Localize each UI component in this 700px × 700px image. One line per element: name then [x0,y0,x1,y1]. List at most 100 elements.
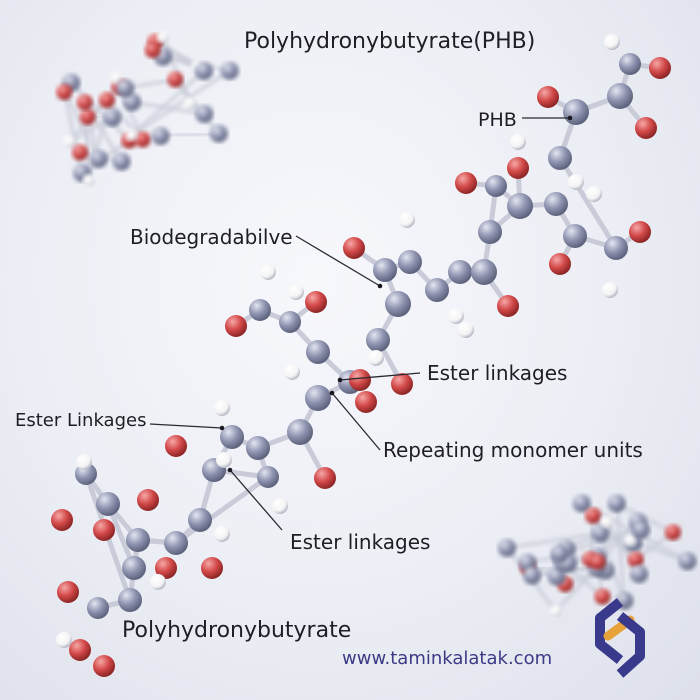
leader-dot [377,283,383,289]
oxygen-atom [507,157,529,179]
hydrogen-atom [600,516,613,529]
oxygen-atom [57,581,79,603]
oxygen-atom [594,588,611,605]
carbon-atom [631,520,650,539]
oxygen-atom [225,315,247,337]
carbon-atom [122,93,141,112]
carbon-atom [209,124,228,143]
leader-dot [227,467,233,473]
oxygen-atom [51,509,73,531]
hydrogen-atom [458,322,474,338]
oxygen-atom [589,553,606,570]
carbon-atom [249,299,271,321]
oxygen-atom [635,117,657,139]
carbon-atom [246,436,270,460]
taminkalatak-logo-icon [595,598,645,678]
bond-line [530,566,599,578]
carbon-atom [87,597,109,619]
carbon-atom [471,259,497,285]
oxygen-atom [72,144,89,161]
hydrogen-atom [448,308,464,324]
hydrogen-atom [150,574,166,590]
hydrogen-atom [568,174,584,190]
carbon-atom [118,588,142,612]
carbon-atom [604,236,628,260]
carbon-atom [591,524,610,543]
carbon-atom [678,552,697,571]
hydrogen-atom [216,452,232,468]
leader-line [331,392,381,451]
carbon-atom [373,258,397,282]
bond-line [159,132,221,138]
oxygen-atom [343,237,365,259]
carbon-atom [398,250,422,274]
website-url: www.taminkalatak.com [342,648,553,669]
carbon-atom [89,149,108,168]
carbon-atom [164,531,188,555]
bond-line [130,100,206,116]
oxygen-atom [629,221,651,243]
carbon-atom [630,565,649,584]
carbon-atom [188,508,212,532]
carbon-atom [563,224,587,248]
oxygen-atom [76,94,93,111]
bond-line [173,77,221,136]
carbon-atom [195,104,214,123]
oxygen-atom [585,507,602,524]
oxygen-atom [649,57,671,79]
hydrogen-atom [368,350,384,366]
hydrogen-atom [602,282,618,298]
bond-line [130,69,232,137]
diagram-title: Polyhydronybutyrate(PHB) [244,29,536,54]
oxygen-atom [79,108,96,125]
leader-dot [329,390,335,396]
carbon-atom [507,193,533,219]
oxygen-atom [56,84,73,101]
carbon-atom [116,79,135,98]
oxygen-atom [627,551,644,568]
hydrogen-atom [156,31,169,44]
carbon-atom [547,567,566,586]
carbon-atom [126,528,150,552]
oxygen-atom [167,71,184,88]
hydrogen-atom [214,400,230,416]
hydrogen-atom [125,129,138,142]
hydrogen-atom [510,134,526,150]
oxygen-atom [314,467,336,489]
carbon-atom [607,83,633,109]
carbon-atom [305,385,331,411]
hydrogen-atom [63,135,76,148]
oxygen-atom [497,295,519,317]
oxygen-atom [93,519,115,541]
hydrogen-atom [272,498,288,514]
hydrogen-atom [183,97,196,110]
carbon-atom [279,311,301,333]
oxygen-atom [349,369,371,391]
label-ester-linkages-bottom: Ester linkages [290,530,431,554]
bond-line [554,566,599,613]
leader-dot [337,377,343,383]
hydrogen-atom [549,604,562,617]
bond-line [505,531,602,550]
oxygen-atom [391,373,413,395]
label-ester-linkages-right: Ester linkages [427,361,568,385]
oxygen-atom [137,489,159,511]
hydrogen-atom [399,212,415,228]
carbon-atom [425,278,449,302]
hydrogen-atom [624,534,637,547]
label-ester-linkages-left: Ester Linkages [15,410,147,431]
bond-line [69,81,131,142]
oxygen-atom [201,557,223,579]
hydrogen-atom [604,34,620,50]
hydrogen-atom [110,72,123,85]
carbon-atom [220,61,239,80]
bond-line [62,90,101,161]
leader-line [229,469,283,531]
carbon-atom [112,152,131,171]
leader-dot [219,425,225,431]
carbon-atom [96,492,120,516]
carbon-atom [122,556,146,580]
hydrogen-atom [586,186,602,202]
oxygen-atom [455,172,477,194]
